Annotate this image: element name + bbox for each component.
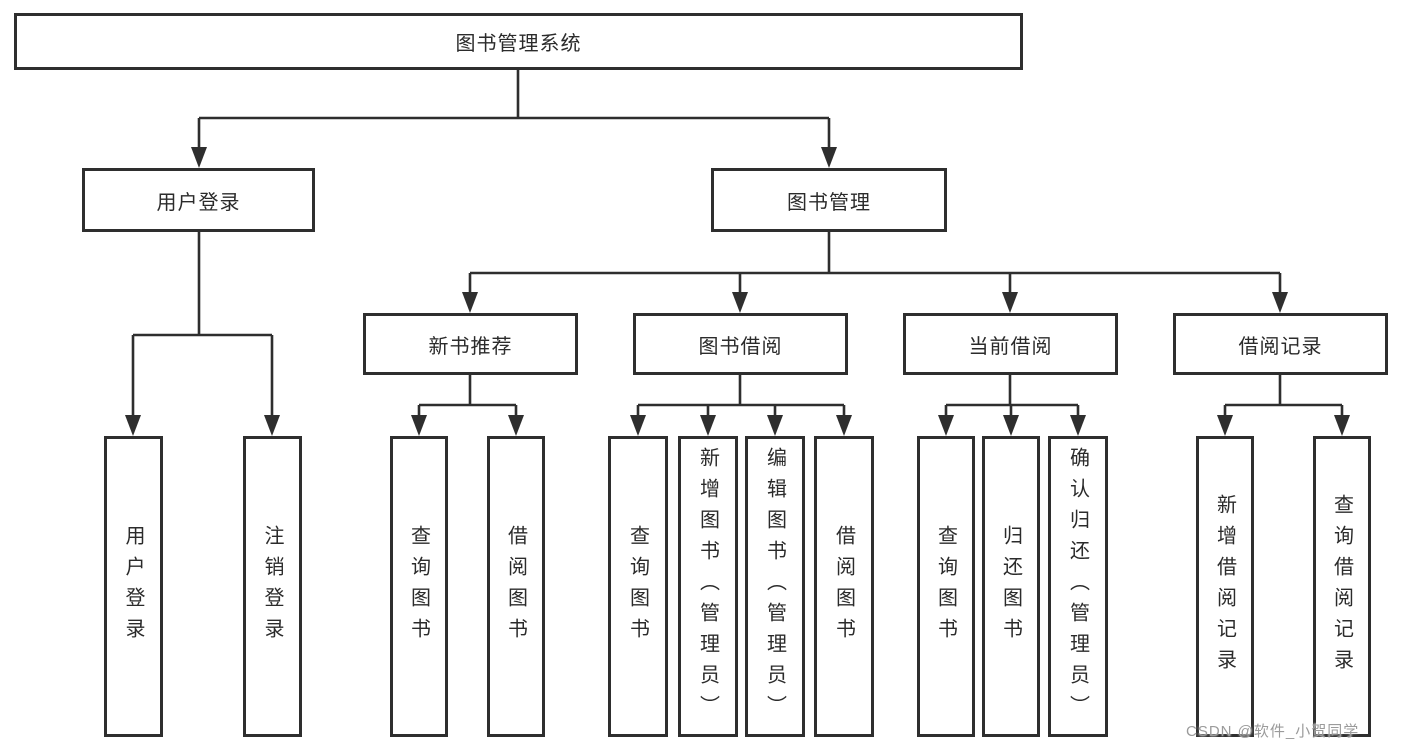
leaf-borrowing-query-books: 查询图书 xyxy=(608,436,668,737)
node-book-borrowing: 图书借阅 xyxy=(633,313,848,375)
leaf-user-login: 用户登录 xyxy=(104,436,163,737)
leaf-current-confirm-return-admin: 确认归还（管理员） xyxy=(1048,436,1108,737)
leaf-current-return-books: 归还图书 xyxy=(982,436,1040,737)
leaf-newbook-borrow-books: 借阅图书 xyxy=(487,436,545,737)
leaf-borrowing-edit-books-admin: 编辑图书（管理员） xyxy=(745,436,805,737)
node-user-login-group: 用户登录 xyxy=(82,168,315,232)
leaf-records-query-borrow-record: 查询借阅记录 xyxy=(1313,436,1371,737)
leaf-borrowing-add-books-admin: 新增图书（管理员） xyxy=(678,436,738,737)
leaf-current-query-books: 查询图书 xyxy=(917,436,975,737)
node-root-system: 图书管理系统 xyxy=(14,13,1023,70)
leaf-records-add-borrow-record: 新增借阅记录 xyxy=(1196,436,1254,737)
leaf-newbook-query-books: 查询图书 xyxy=(390,436,448,737)
leaf-logout: 注销登录 xyxy=(243,436,302,737)
node-current-borrowing: 当前借阅 xyxy=(903,313,1118,375)
leaf-borrowing-borrow-books: 借阅图书 xyxy=(814,436,874,737)
node-borrowing-records: 借阅记录 xyxy=(1173,313,1388,375)
node-new-book-recommendation: 新书推荐 xyxy=(363,313,578,375)
csdn-watermark: CSDN @软件_小贺同学 xyxy=(1186,723,1360,740)
node-book-management-group: 图书管理 xyxy=(711,168,947,232)
